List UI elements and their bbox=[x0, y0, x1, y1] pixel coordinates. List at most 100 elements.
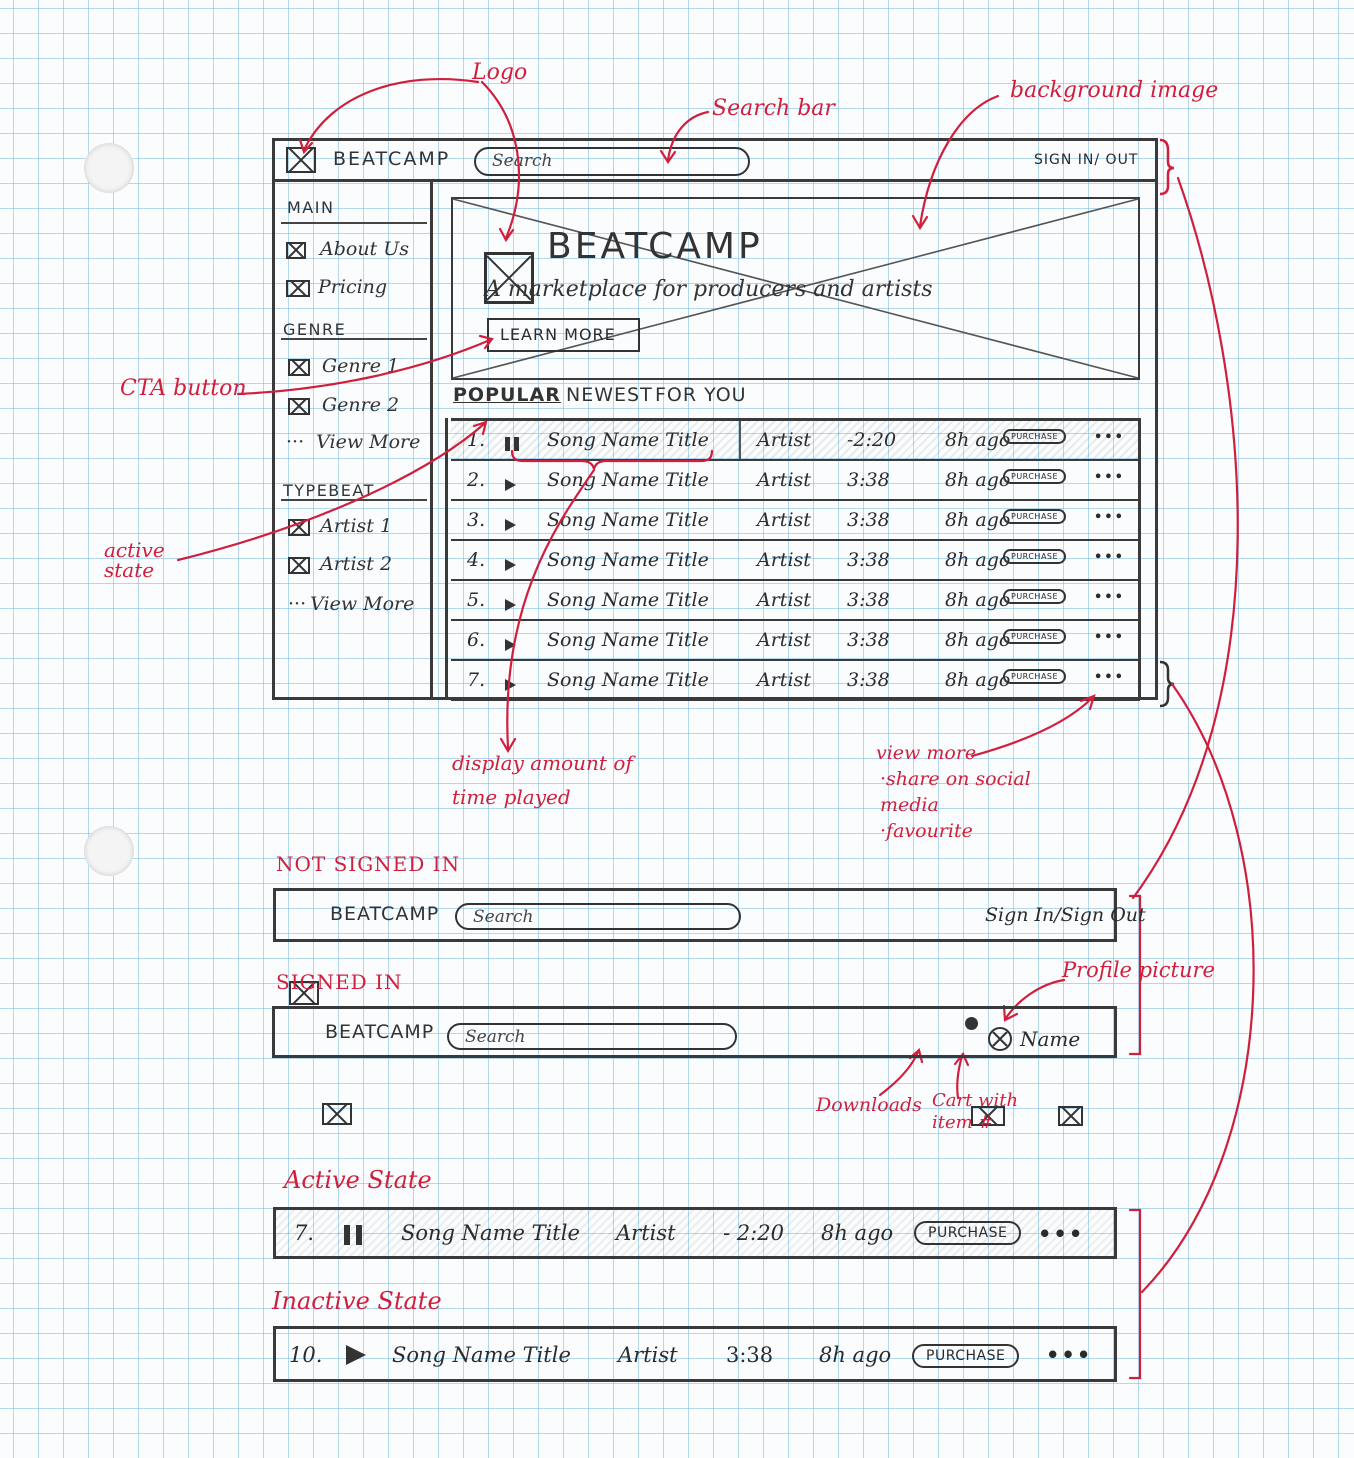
label-inactive-state: Inactive State bbox=[272, 1287, 442, 1315]
tab-for-you[interactable]: FOR YOU bbox=[655, 384, 747, 406]
sidebar-item-genre-2[interactable]: Genre 2 bbox=[288, 394, 399, 416]
active-row-divider bbox=[739, 421, 741, 459]
sidebar-divider bbox=[430, 180, 433, 700]
annotation-search-bar: Search bar bbox=[712, 96, 835, 121]
row-ago: 8h ago bbox=[945, 629, 1011, 651]
header-signed-in bbox=[272, 1006, 1117, 1058]
sidebar-item-genre-view-more[interactable]: ···View More bbox=[286, 431, 420, 453]
row-title: Song Name Title bbox=[547, 549, 709, 571]
purchase-button[interactable]: PURCHASE bbox=[1003, 669, 1067, 684]
play-icon[interactable] bbox=[505, 474, 516, 496]
purchase-button[interactable]: PURCHASE bbox=[1003, 629, 1067, 644]
sidebar-item-artist-2[interactable]: Artist 2 bbox=[288, 553, 392, 575]
purchase-button[interactable]: PURCHASE bbox=[1003, 509, 1067, 524]
row-title: Song Name Title bbox=[547, 469, 709, 491]
row-number: 3. bbox=[467, 509, 486, 531]
annotation-view-more-item: ·favourite bbox=[880, 820, 973, 842]
row-ago: 8h ago bbox=[945, 469, 1011, 491]
row-time: 3:38 bbox=[847, 669, 890, 691]
play-icon[interactable] bbox=[505, 554, 516, 576]
play-icon[interactable] bbox=[505, 674, 516, 696]
row-ago: 8h ago bbox=[821, 1221, 894, 1245]
tab-newest[interactable]: NEWEST bbox=[566, 384, 653, 406]
sidebar-item-label: About Us bbox=[320, 238, 409, 260]
more-options-icon[interactable]: ••• bbox=[1094, 630, 1125, 645]
signed-in-logo-text: BEATCAMP bbox=[325, 1021, 435, 1043]
purchase-button[interactable]: PURCHASE bbox=[1003, 549, 1067, 564]
sign-in-sign-out-link[interactable]: Sign In/Sign Out bbox=[985, 904, 1146, 926]
app-body-frame bbox=[272, 180, 1158, 700]
play-icon[interactable] bbox=[346, 1345, 366, 1370]
not-signed-in-search-input[interactable]: Search bbox=[455, 903, 741, 930]
cta-learn-more-button[interactable] bbox=[487, 318, 640, 352]
sidebar-heading-typebeat: TYPEBEAT bbox=[283, 481, 375, 500]
play-icon[interactable] bbox=[505, 514, 516, 536]
pause-icon[interactable] bbox=[344, 1225, 362, 1250]
row-time: 3:38 bbox=[847, 469, 890, 491]
row-time: 3:38 bbox=[726, 1343, 774, 1367]
binder-hole-top bbox=[84, 143, 134, 193]
more-options-icon[interactable]: ••• bbox=[1038, 1222, 1085, 1246]
sidebar-item-about-us[interactable]: About Us bbox=[286, 238, 409, 260]
sidebar-item-label: Pricing bbox=[318, 276, 388, 298]
row-time: 3:38 bbox=[847, 549, 890, 571]
label-signed-in: SIGNED IN bbox=[276, 970, 403, 994]
sidebar-item-label: Genre 2 bbox=[322, 394, 400, 416]
sidebar-item-label: Genre 1 bbox=[322, 355, 400, 377]
purchase-button[interactable]: PURCHASE bbox=[1003, 589, 1067, 604]
more-options-icon[interactable]: ••• bbox=[1046, 1343, 1093, 1367]
play-icon[interactable] bbox=[505, 634, 516, 656]
profile-picture-icon[interactable] bbox=[988, 1027, 1012, 1051]
row-title: Song Name Title bbox=[547, 429, 709, 451]
sidebar-rule bbox=[281, 338, 427, 340]
annotation-logo: Logo bbox=[472, 60, 528, 85]
header-search-input[interactable]: Search bbox=[474, 147, 750, 176]
signed-in-search-input[interactable]: Search bbox=[447, 1023, 737, 1050]
header-not-signed-in bbox=[273, 888, 1117, 942]
row-ago: 8h ago bbox=[945, 429, 1011, 451]
pause-icon[interactable] bbox=[505, 434, 519, 456]
annotation-downloads: Downloads bbox=[816, 1094, 922, 1116]
downloads-icon[interactable] bbox=[971, 1106, 1006, 1126]
inactive-state-row[interactable]: 10. Song Name Title Artist 3:38 8h ago P… bbox=[273, 1326, 1117, 1382]
sidebar-item-pricing[interactable]: Pricing bbox=[286, 276, 387, 298]
row-artist: Artist bbox=[757, 549, 811, 571]
purchase-button[interactable]: PURCHASE bbox=[914, 1221, 1022, 1245]
header-logo-text: BEATCAMP bbox=[333, 148, 451, 170]
annotation-display-time: display amount of time played bbox=[452, 751, 633, 809]
more-options-icon[interactable]: ••• bbox=[1094, 510, 1125, 525]
more-options-icon[interactable]: ••• bbox=[1094, 470, 1125, 485]
more-options-icon[interactable]: ••• bbox=[1094, 430, 1125, 445]
sidebar-item-genre-1[interactable]: Genre 1 bbox=[288, 355, 399, 377]
cart-icon[interactable] bbox=[1058, 1106, 1084, 1126]
row-ago: 8h ago bbox=[819, 1343, 892, 1367]
play-icon[interactable] bbox=[505, 594, 516, 616]
label-not-signed-in: NOT SIGNED IN bbox=[276, 852, 461, 876]
purchase-button[interactable]: PURCHASE bbox=[912, 1344, 1020, 1368]
tab-popular[interactable]: POPULAR bbox=[453, 384, 561, 406]
more-options-icon[interactable]: ••• bbox=[1094, 670, 1125, 685]
profile-cross bbox=[992, 1031, 1008, 1047]
row-number: 5. bbox=[467, 589, 486, 611]
active-state-row[interactable]: 7. Song Name Title Artist - 2:20 8h ago … bbox=[273, 1207, 1117, 1259]
sidebar-item-artist-view-more[interactable]: ···View More bbox=[288, 593, 414, 615]
more-options-icon[interactable]: ••• bbox=[1094, 590, 1125, 605]
purchase-button[interactable]: PURCHASE bbox=[1003, 469, 1067, 484]
more-options-icon[interactable]: ••• bbox=[1094, 550, 1125, 565]
main-wireframe: BEATCAMP Search SIGN IN/ OUT MAIN About … bbox=[0, 0, 1354, 708]
purchase-button[interactable]: PURCHASE bbox=[1003, 429, 1067, 444]
header-sign-link[interactable]: SIGN IN/ OUT bbox=[1034, 152, 1139, 168]
sidebar-heading-main: MAIN bbox=[287, 198, 335, 217]
profile-name[interactable]: Name bbox=[1020, 1027, 1081, 1051]
row-time: - 2:20 bbox=[723, 1221, 784, 1245]
annotation-profile-picture: Profile picture bbox=[1062, 958, 1215, 982]
row-number: 7. bbox=[467, 669, 486, 691]
